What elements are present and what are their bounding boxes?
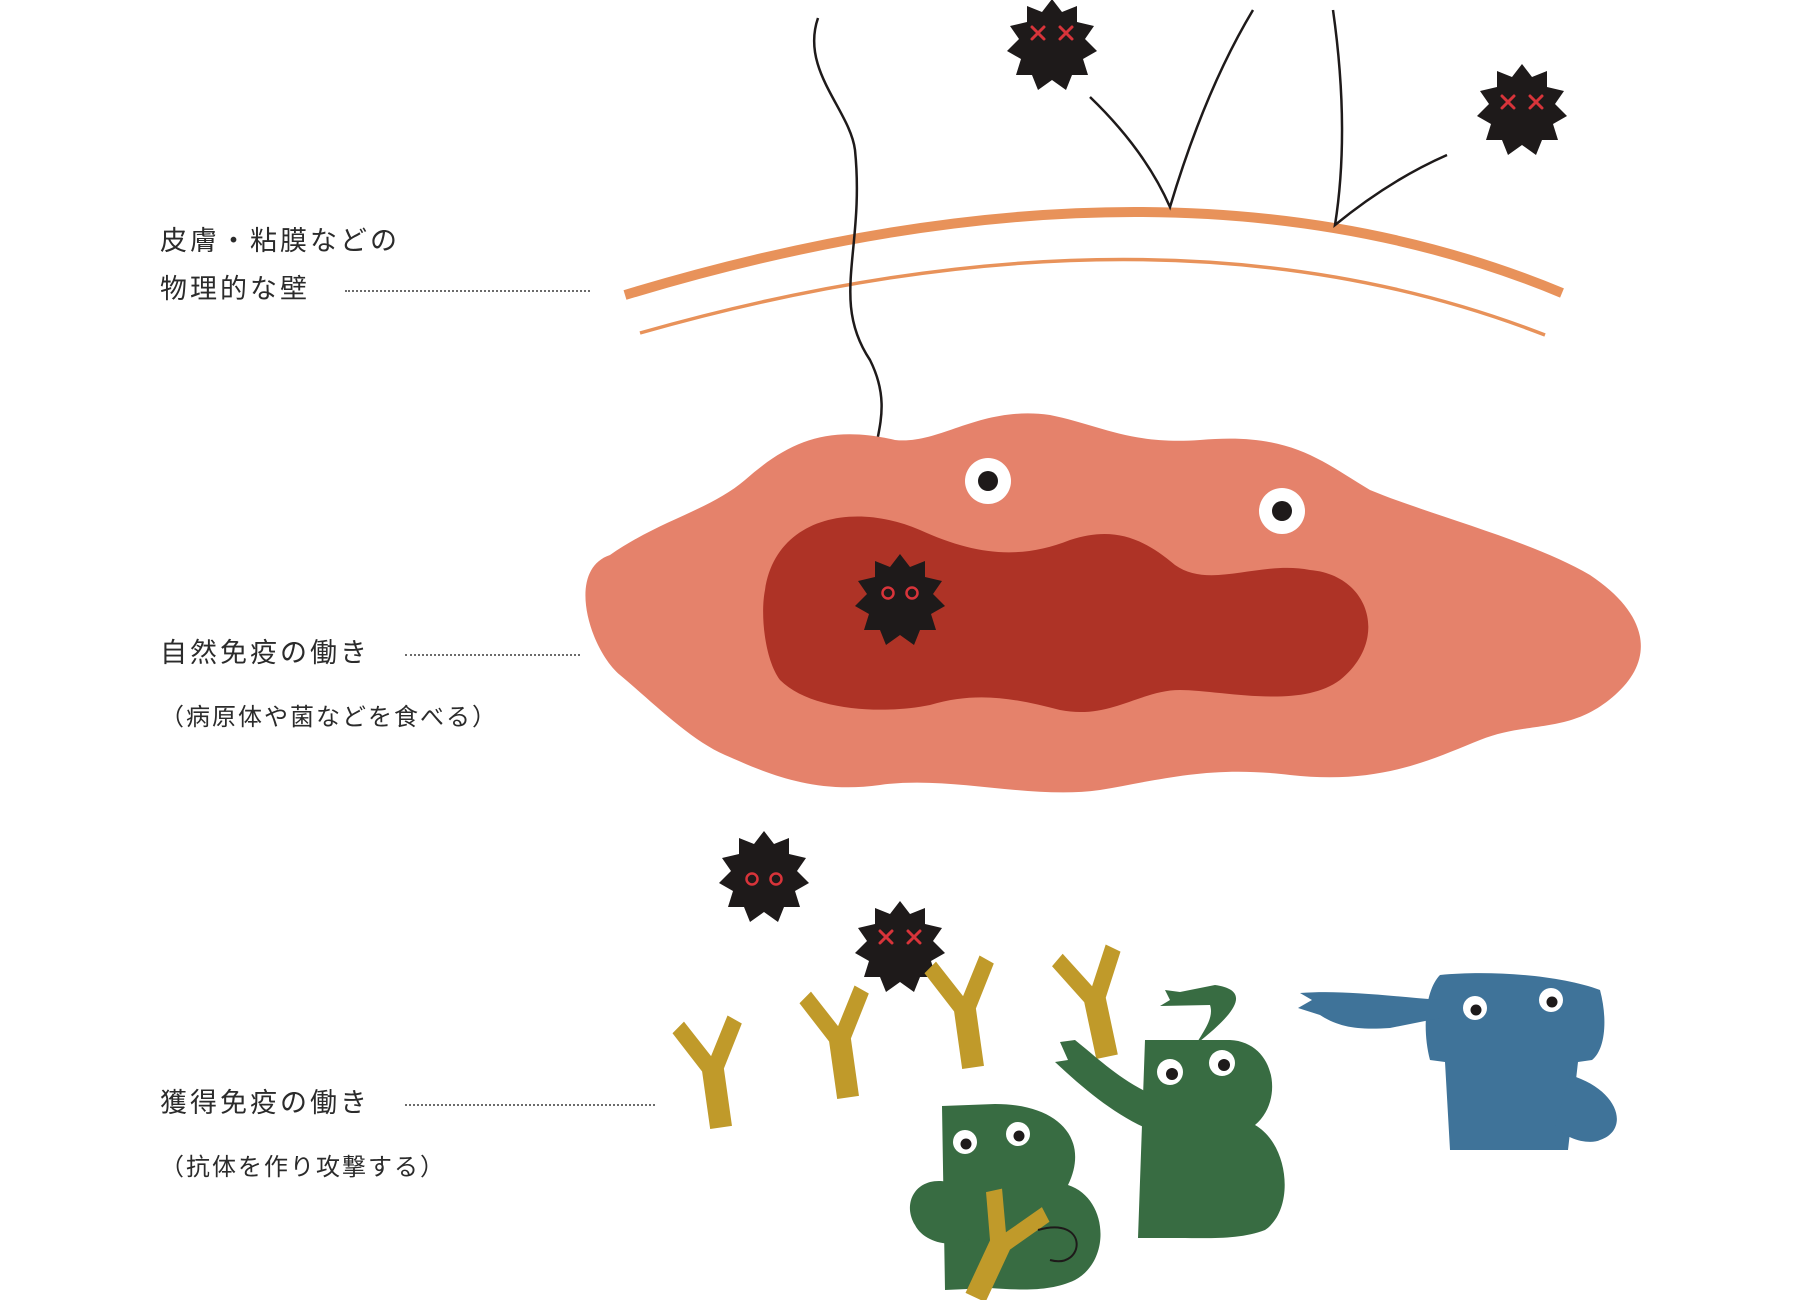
innate-note: （病原体や菌などを食べる） [160, 703, 498, 731]
antibody-icon [671, 1013, 756, 1133]
t-cell-icon [1298, 973, 1617, 1150]
adaptive-leader [405, 1104, 655, 1106]
innate-title: 自然免疫の働き [160, 638, 370, 669]
adaptive-note: （抗体を作り攻撃する） [160, 1153, 446, 1181]
b-cell-icon [909, 1104, 1101, 1300]
antibody-icon [923, 953, 1008, 1073]
antibody-icon [798, 983, 883, 1103]
phagocyte-icon [585, 413, 1641, 793]
innate-leader [405, 654, 580, 656]
barrier-label-line1: 皮膚・粘膜などの [160, 226, 400, 257]
pathogen-icon [1007, 0, 1097, 90]
skin-barrier [623, 207, 1564, 337]
barrier-leader [345, 290, 590, 292]
adaptive-title: 獲得免疫の働き [160, 1088, 370, 1119]
b-cell-icon [1055, 985, 1285, 1239]
pathogen-icon [719, 831, 809, 922]
barrier-label: 皮膚・粘膜などの 物理的な壁 [160, 218, 400, 314]
bounce-trajectory [1089, 9, 1448, 229]
barrier-label-line2: 物理的な壁 [160, 274, 310, 305]
pathogen-icon [1477, 64, 1567, 155]
